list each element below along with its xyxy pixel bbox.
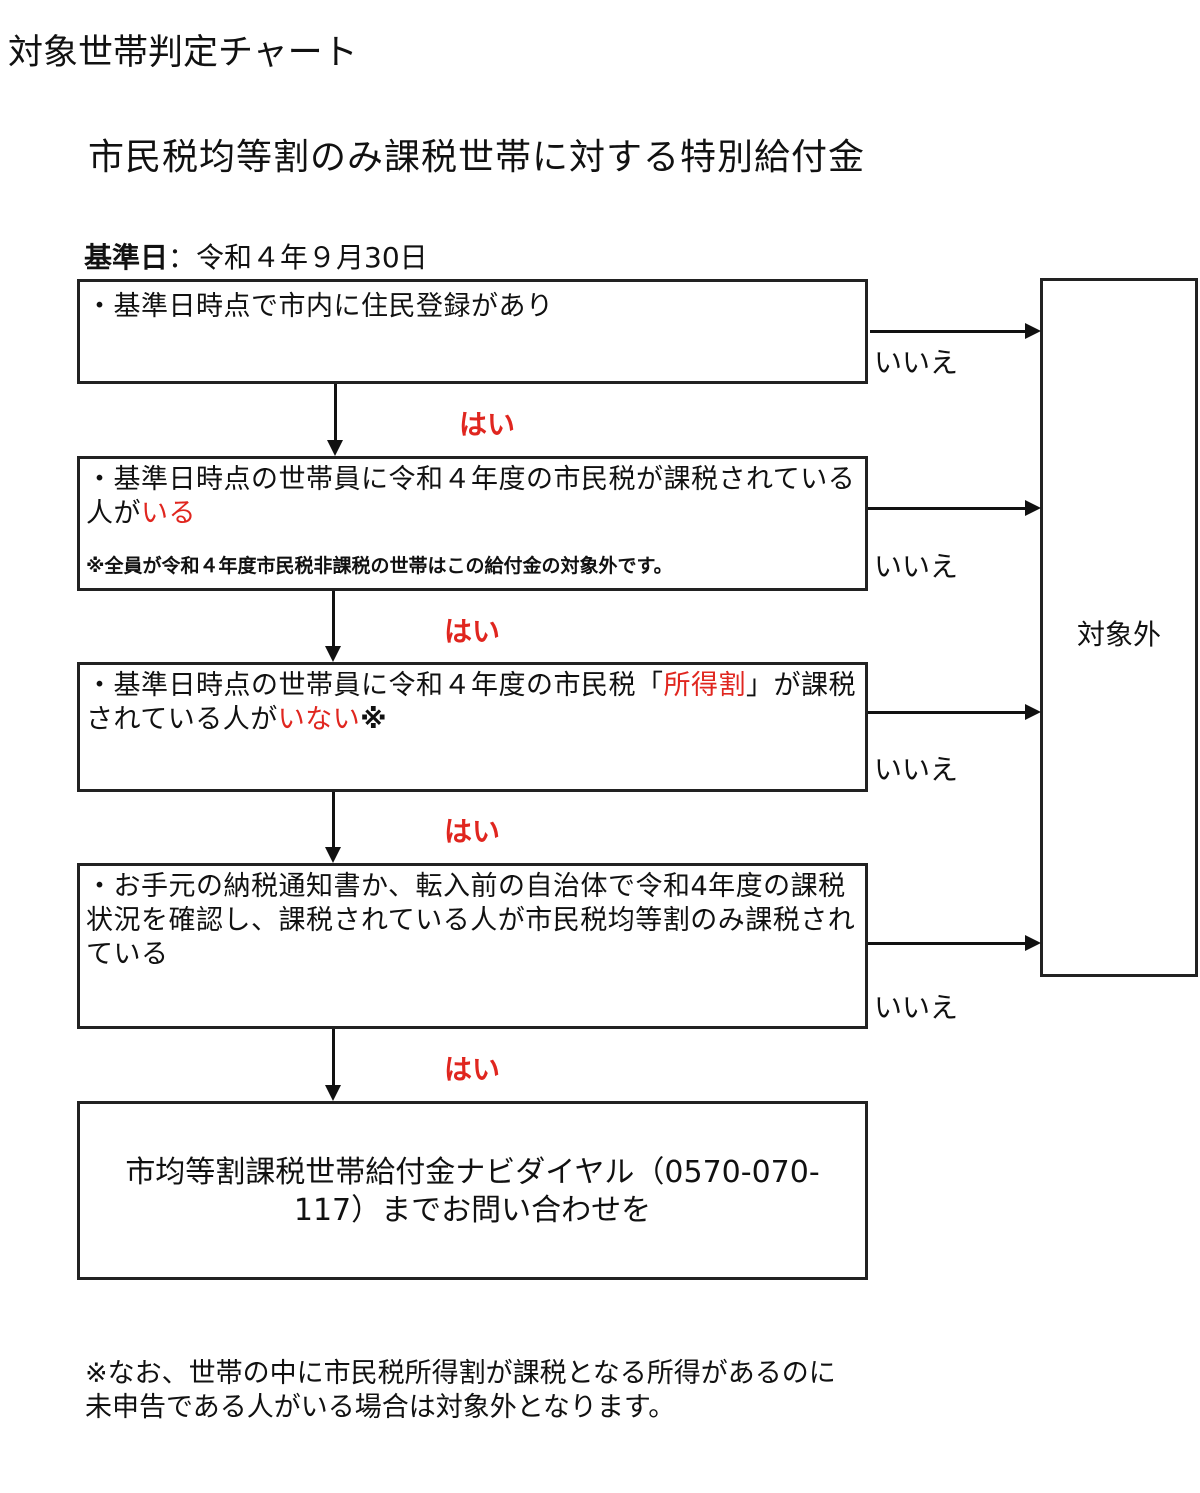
condition-text-main: 」が課税されている人が — [86, 670, 856, 735]
chart-title: 対象世帯判定チャート — [8, 33, 358, 73]
arrowhead-icon — [1025, 935, 1041, 951]
condition-text-highlight: いる — [141, 498, 196, 529]
arrowhead-icon — [1025, 323, 1041, 339]
condition-text: ・基準日時点の世帯員に令和４年度の市民税「所得割」が課税されている人がいない※ — [86, 669, 859, 737]
condition-text-mark: ※ — [360, 704, 387, 735]
chart-subtitle: 市民税均等割のみ課税世帯に対する特別給付金 — [88, 137, 866, 178]
arrow-yes-2 — [332, 591, 335, 648]
no-label: いいえ — [874, 991, 959, 1024]
arrowhead-icon — [1025, 704, 1041, 720]
yes-label: はい — [444, 1053, 501, 1086]
arrow-yes-1 — [334, 384, 337, 442]
no-label: いいえ — [874, 550, 959, 583]
condition-text-highlight: いない — [277, 704, 361, 735]
arrow-no-2 — [868, 507, 1026, 510]
arrow-no-1 — [870, 330, 1026, 333]
excluded-label: 対象外 — [1076, 618, 1161, 651]
result-box-contact: 市均等割課税世帯給付金ナビダイヤル（0570-070-117）までお問い合わせを — [77, 1101, 868, 1280]
yes-label: はい — [444, 615, 501, 648]
arrow-no-4 — [868, 942, 1026, 945]
condition-text-highlight: 所得割 — [663, 670, 746, 701]
arrowhead-icon — [325, 646, 341, 662]
arrow-yes-4 — [332, 1029, 335, 1086]
condition-text-main: ・基準日時点の世帯員に令和４年度の市民税「 — [86, 670, 664, 701]
yes-label: はい — [459, 408, 516, 441]
condition-box-taxed-member: ・基準日時点の世帯員に令和４年度の市民税が課税されている人がいる ※全員が令和４… — [77, 456, 868, 591]
condition-text-main: ・基準日時点の世帯員に令和４年度の市民税が課税されている人が — [86, 464, 856, 529]
condition-text: ・お手元の納税通知書か、転入前の自治体で令和4年度の課税状況を確認し、課税されて… — [86, 871, 856, 970]
condition-text: ・基準日時点で市内に住民登録があり — [86, 291, 554, 322]
condition-note: ※全員が令和４年度市民税非課税の世帯はこの給付金の対象外です。 — [86, 555, 673, 577]
arrowhead-icon — [325, 1085, 341, 1101]
result-box-excluded: 対象外 — [1040, 278, 1198, 977]
base-date-label: 基準日 — [84, 241, 169, 274]
yes-label: はい — [444, 815, 501, 848]
arrowhead-icon — [327, 440, 343, 456]
arrowhead-icon — [325, 847, 341, 863]
arrow-yes-3 — [332, 792, 335, 848]
arrowhead-icon — [1025, 500, 1041, 516]
condition-text: ・基準日時点の世帯員に令和４年度の市民税が課税されている人がいる — [86, 463, 859, 531]
condition-box-per-capita-only: ・お手元の納税通知書か、転入前の自治体で令和4年度の課税状況を確認し、課税されて… — [77, 863, 868, 1029]
base-date: 基準日：令和４年９月30日 — [84, 236, 428, 276]
footnote: ※なお、世帯の中に市民税所得割が課税となる所得があるのに未申告である人がいる場合… — [85, 1358, 836, 1423]
condition-box-income-levy: ・基準日時点の世帯員に令和４年度の市民税「所得割」が課税されている人がいない※ — [77, 662, 868, 792]
base-date-value: ：令和４年９月30日 — [168, 241, 428, 274]
condition-box-residence: ・基準日時点で市内に住民登録があり — [77, 279, 868, 384]
contact-text: 市均等割課税世帯給付金ナビダイヤル（0570-070-117）までお問い合わせを — [125, 1155, 820, 1228]
no-label: いいえ — [874, 753, 959, 786]
no-label: いいえ — [874, 346, 959, 379]
arrow-no-3 — [868, 711, 1026, 714]
